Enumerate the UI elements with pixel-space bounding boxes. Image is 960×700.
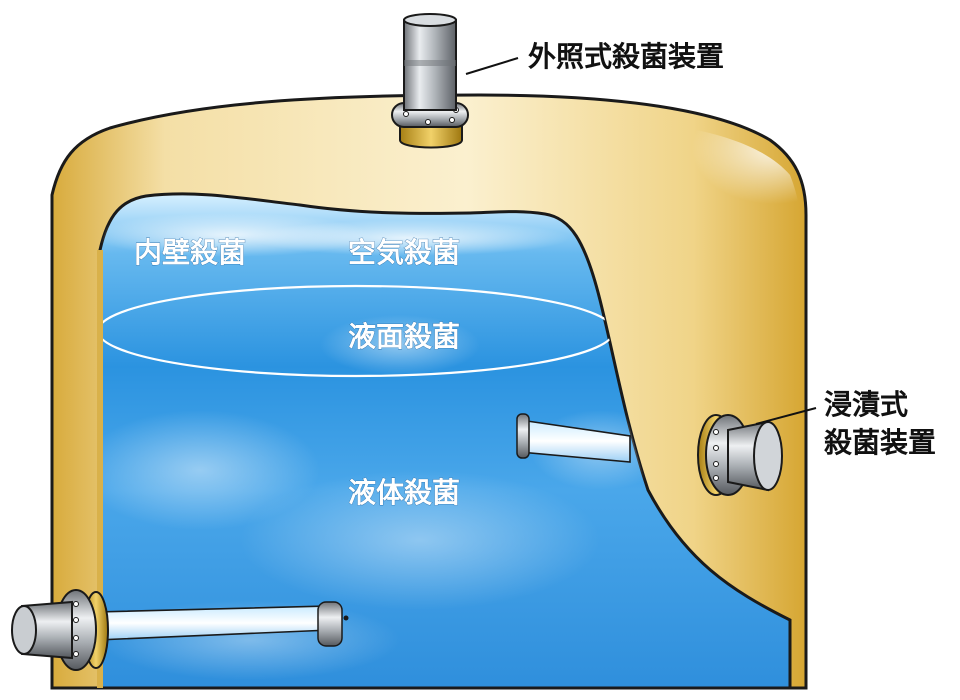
inner-wall-zone-label: 内壁殺菌 <box>134 236 246 269</box>
immersion-device-label-line2: 殺菌装置 <box>824 426 936 459</box>
bottom-uv-device <box>11 589 349 671</box>
air-zone-label: 空気殺菌 <box>348 236 460 269</box>
external-uv-device <box>391 13 469 149</box>
external-device-label: 外照式殺菌装置 <box>528 40 724 73</box>
surface-zone-label: 液面殺菌 <box>348 320 460 353</box>
immersion-device-leader <box>755 407 817 425</box>
immersion-device-label-line1: 浸漬式 <box>824 388 908 421</box>
immersion-uv-device <box>516 413 783 496</box>
external-device-leader <box>465 57 519 75</box>
liquid-zone-label: 液体殺菌 <box>348 476 460 509</box>
